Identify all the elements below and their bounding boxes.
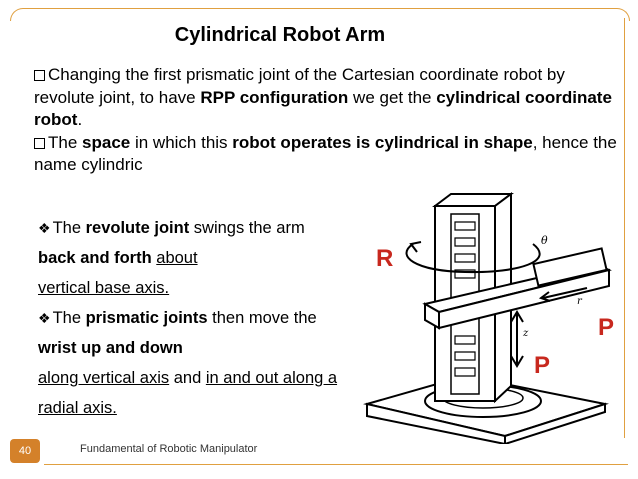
label-p-radial: P [598, 314, 615, 341]
checkbox-bullet-icon [34, 137, 45, 149]
cylindrical-robot-diagram: θ r z [363, 192, 612, 444]
intro-paragraph: Changing the first prismatic joint of th… [34, 64, 624, 177]
label-p-vertical: P [534, 352, 551, 379]
label-r: R [376, 245, 394, 272]
svg-text:z: z [522, 328, 529, 339]
bullet-changing: Changing the first prismatic joint of th… [34, 65, 612, 129]
diamond-bullet-icon: ❖ [38, 310, 51, 326]
sub-bullet-revolute: ❖The revolute joint swings the arm back … [38, 219, 305, 297]
slide-title: Cylindrical Robot Arm [174, 24, 386, 46]
svg-text:θ: θ [541, 234, 548, 247]
checkbox-bullet-icon [34, 70, 45, 81]
svg-text:r: r [577, 296, 583, 307]
sub-bullet-prismatic: ❖The prismatic joints then move the wris… [38, 309, 338, 417]
diamond-bullet-icon: ❖ [38, 220, 51, 236]
page-number: 40 [10, 439, 40, 463]
sub-bullets: ❖The revolute joint swings the arm back … [38, 213, 338, 423]
bottom-border [44, 464, 628, 465]
right-border [624, 18, 625, 438]
footer-text: Fundamental of Robotic Manipulator [80, 443, 258, 455]
bullet-space: The space in which this robot operates i… [34, 132, 617, 174]
top-border [10, 8, 630, 21]
